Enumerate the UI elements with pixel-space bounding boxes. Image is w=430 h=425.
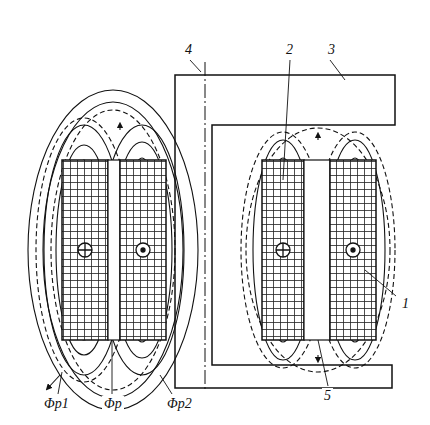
flux-lines: [28, 90, 198, 410]
current-symbols: [78, 243, 360, 257]
axis-callout: 4: [183, 42, 194, 57]
gap-5: [304, 160, 330, 340]
winding-2: [262, 160, 304, 340]
flux-label: Φp1: [42, 396, 71, 411]
winding-gap-left: [108, 160, 120, 340]
callout-number: 5: [322, 388, 333, 403]
core: [175, 75, 395, 388]
callout-number: 3: [326, 42, 337, 57]
winding-2-left: [120, 160, 166, 340]
leader-lines: [58, 60, 396, 394]
leakage-flux-lines: [241, 128, 395, 372]
callout-number: 2: [284, 42, 295, 57]
winding-1-left: [62, 160, 108, 340]
flux-label: Φp: [102, 396, 124, 411]
flux-lines: [253, 135, 385, 360]
winding-1: [330, 160, 376, 340]
flux-label: Φp2: [165, 396, 194, 411]
axis: [205, 62, 206, 392]
leakage-flux-lines: [36, 110, 175, 390]
callout-number: 1: [400, 296, 411, 311]
